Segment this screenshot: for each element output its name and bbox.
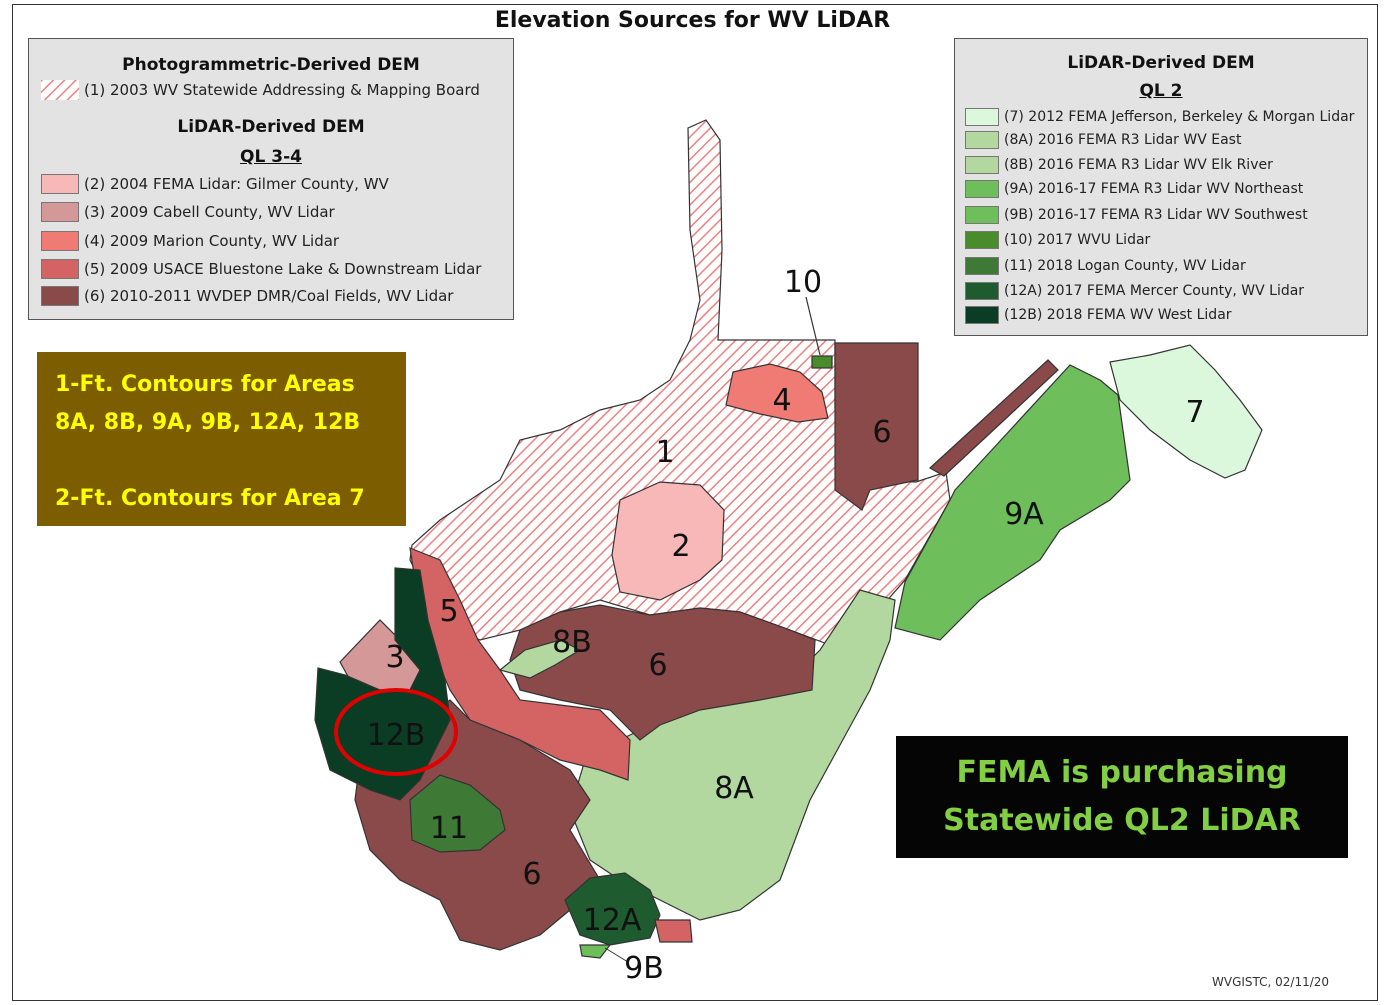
area-12a-label: 12A: [583, 903, 642, 938]
area-12a-region: [564, 872, 661, 946]
area-9a-label: 9A: [1004, 497, 1044, 532]
swatch-7-icon: [965, 108, 999, 126]
area-12b-region: [314, 567, 451, 801]
map-title: Elevation Sources for WV LiDAR: [494, 8, 891, 33]
contour-note-line2: 8A, 8B, 9A, 9B, 12A, 12B: [55, 410, 361, 435]
area-2-label: 2: [671, 529, 690, 564]
legend-item-12a: (12A) 2017 FEMA Mercer County, WV Lidar: [965, 281, 1304, 301]
area-3-label: 3: [385, 640, 404, 675]
area-8b-label: 8B: [552, 625, 592, 660]
area-6-north-region: [834, 342, 919, 511]
legend-item-2-label: (2) 2004 FEMA Lidar: Gilmer County, WV: [84, 175, 389, 193]
legend-item-7-label: (7) 2012 FEMA Jefferson, Berkeley & Morg…: [1004, 109, 1355, 125]
swatch-11-icon: [965, 257, 999, 275]
legend-item-5-label: (5) 2009 USACE Bluestone Lake & Downstre…: [84, 260, 482, 278]
area-5-south-patch-region: [654, 919, 693, 943]
area-9b-label: 9B: [624, 951, 664, 986]
legend-item-11: (11) 2018 Logan County, WV Lidar: [965, 256, 1246, 276]
credit-text: WVGISTC, 02/11/20: [1212, 975, 1330, 989]
legend-item-8b: (8B) 2016 FEMA R3 Lidar WV Elk River: [965, 155, 1273, 175]
legend-item-2: (2) 2004 FEMA Lidar: Gilmer County, WV: [41, 173, 389, 195]
legend-item-6: (6) 2010-2011 WVDEP DMR/Coal Fields, WV …: [41, 285, 453, 307]
area-7-region: [1109, 344, 1263, 479]
fema-note: FEMA is purchasing Statewide QL2 LiDAR: [896, 736, 1348, 858]
legend-item-12b-label: (12B) 2018 FEMA WV West Lidar: [1004, 307, 1232, 323]
swatch-12b-icon: [965, 306, 999, 324]
area-8b-region: [498, 639, 582, 679]
legend-item-1-label: (1) 2003 WV Statewide Addressing & Mappi…: [84, 81, 480, 99]
legend-item-1: (1) 2003 WV Statewide Addressing & Mappi…: [41, 79, 480, 101]
legend-heading-lidar: LiDAR-Derived DEM: [177, 117, 365, 137]
swatch-8b-icon: [965, 156, 999, 174]
area-10-label: 10: [784, 265, 822, 300]
area-5-region: [409, 547, 631, 781]
hatch-swatch-icon: [41, 80, 79, 100]
area-5-label: 5: [439, 594, 458, 629]
legend-photogrammetric: Photogrammetric-Derived DEM (1) 2003 WV …: [28, 38, 514, 320]
area-12b-label: 12B: [367, 718, 426, 753]
area-6-south-label: 6: [522, 857, 541, 892]
fema-note-line2: Statewide QL2 LiDAR: [943, 803, 1301, 838]
legend-item-4: (4) 2009 Marion County, WV Lidar: [41, 230, 339, 252]
legend-subheading-ql34: QL 3-4: [240, 147, 302, 167]
area-11-region: [409, 774, 506, 853]
legend-item-4-label: (4) 2009 Marion County, WV Lidar: [84, 232, 340, 250]
legend-item-9a: (9A) 2016-17 FEMA R3 Lidar WV Northeast: [965, 179, 1303, 199]
legend-item-9b: (9B) 2016-17 FEMA R3 Lidar WV Southwest: [965, 205, 1308, 225]
legend-item-8b-label: (8B) 2016 FEMA R3 Lidar WV Elk River: [1004, 157, 1273, 173]
area-4-region: [725, 363, 829, 423]
legend-item-3-label: (3) 2009 Cabell County, WV Lidar: [84, 203, 335, 221]
area-1-label: 1: [655, 435, 674, 470]
area-9a-region: [894, 364, 1131, 641]
map-frame: [12, 4, 1378, 1001]
legend-item-7: (7) 2012 FEMA Jefferson, Berkeley & Morg…: [965, 107, 1354, 127]
swatch-2-icon: [41, 174, 79, 194]
swatch-12a-icon: [965, 282, 999, 300]
legend-heading-photo: Photogrammetric-Derived DEM: [122, 55, 420, 75]
area-6-central-label: 6: [648, 648, 667, 683]
area-6-north-label: 6: [872, 415, 891, 450]
highlight-circle: [334, 688, 458, 776]
area-7-label: 7: [1185, 395, 1204, 430]
fema-note-line1: FEMA is purchasing: [956, 755, 1288, 790]
area-10-region: [811, 355, 833, 369]
area-11-label: 11: [430, 811, 468, 846]
legend-right-heading: LiDAR-Derived DEM: [1067, 53, 1255, 73]
legend-item-8a: (8A) 2016 FEMA R3 Lidar WV East: [965, 130, 1241, 150]
area-8a-label: 8A: [714, 771, 754, 806]
legend-item-3: (3) 2009 Cabell County, WV Lidar: [41, 201, 335, 223]
swatch-3-icon: [41, 202, 79, 222]
legend-item-10-label: (10) 2017 WVU Lidar: [1004, 232, 1151, 248]
swatch-10-icon: [965, 231, 999, 249]
contour-note-line3: 2-Ft. Contours for Area 7: [55, 486, 365, 511]
legend-item-9a-label: (9A) 2016-17 FEMA R3 Lidar WV Northeast: [1004, 181, 1304, 197]
area-9b-region: [579, 944, 612, 959]
area-6-central-region: [509, 604, 816, 741]
swatch-6-icon: [41, 286, 79, 306]
swatch-4-icon: [41, 231, 79, 251]
legend-ql2: LiDAR-Derived DEM QL 2 (7) 2012 FEMA Jef…: [954, 38, 1368, 336]
swatch-9b-icon: [965, 206, 999, 224]
area-4-label: 4: [772, 383, 791, 418]
area-2-region: [611, 481, 725, 601]
legend-item-12b: (12B) 2018 FEMA WV West Lidar: [965, 305, 1232, 325]
contour-note: 1-Ft. Contours for Areas 8A, 8B, 9A, 9B,…: [37, 352, 406, 526]
area-9b-leader: [604, 947, 629, 963]
legend-subheading-ql2: QL 2: [1139, 81, 1183, 101]
swatch-5-icon: [41, 259, 79, 279]
swatch-8a-icon: [965, 131, 999, 149]
swatch-9a-icon: [965, 180, 999, 198]
legend-item-8a-label: (8A) 2016 FEMA R3 Lidar WV East: [1004, 132, 1242, 148]
area-9a-strip-region: [928, 359, 1059, 477]
legend-item-12a-label: (12A) 2017 FEMA Mercer County, WV Lidar: [1004, 283, 1305, 299]
area-10-leader: [805, 296, 821, 356]
legend-item-9b-label: (9B) 2016-17 FEMA R3 Lidar WV Southwest: [1004, 207, 1308, 223]
legend-item-11-label: (11) 2018 Logan County, WV Lidar: [1004, 258, 1246, 274]
contour-note-line1: 1-Ft. Contours for Areas: [55, 372, 355, 397]
legend-item-5: (5) 2009 USACE Bluestone Lake & Downstre…: [41, 258, 481, 280]
legend-item-6-label: (6) 2010-2011 WVDEP DMR/Coal Fields, WV …: [84, 287, 454, 305]
legend-item-10: (10) 2017 WVU Lidar: [965, 230, 1150, 250]
